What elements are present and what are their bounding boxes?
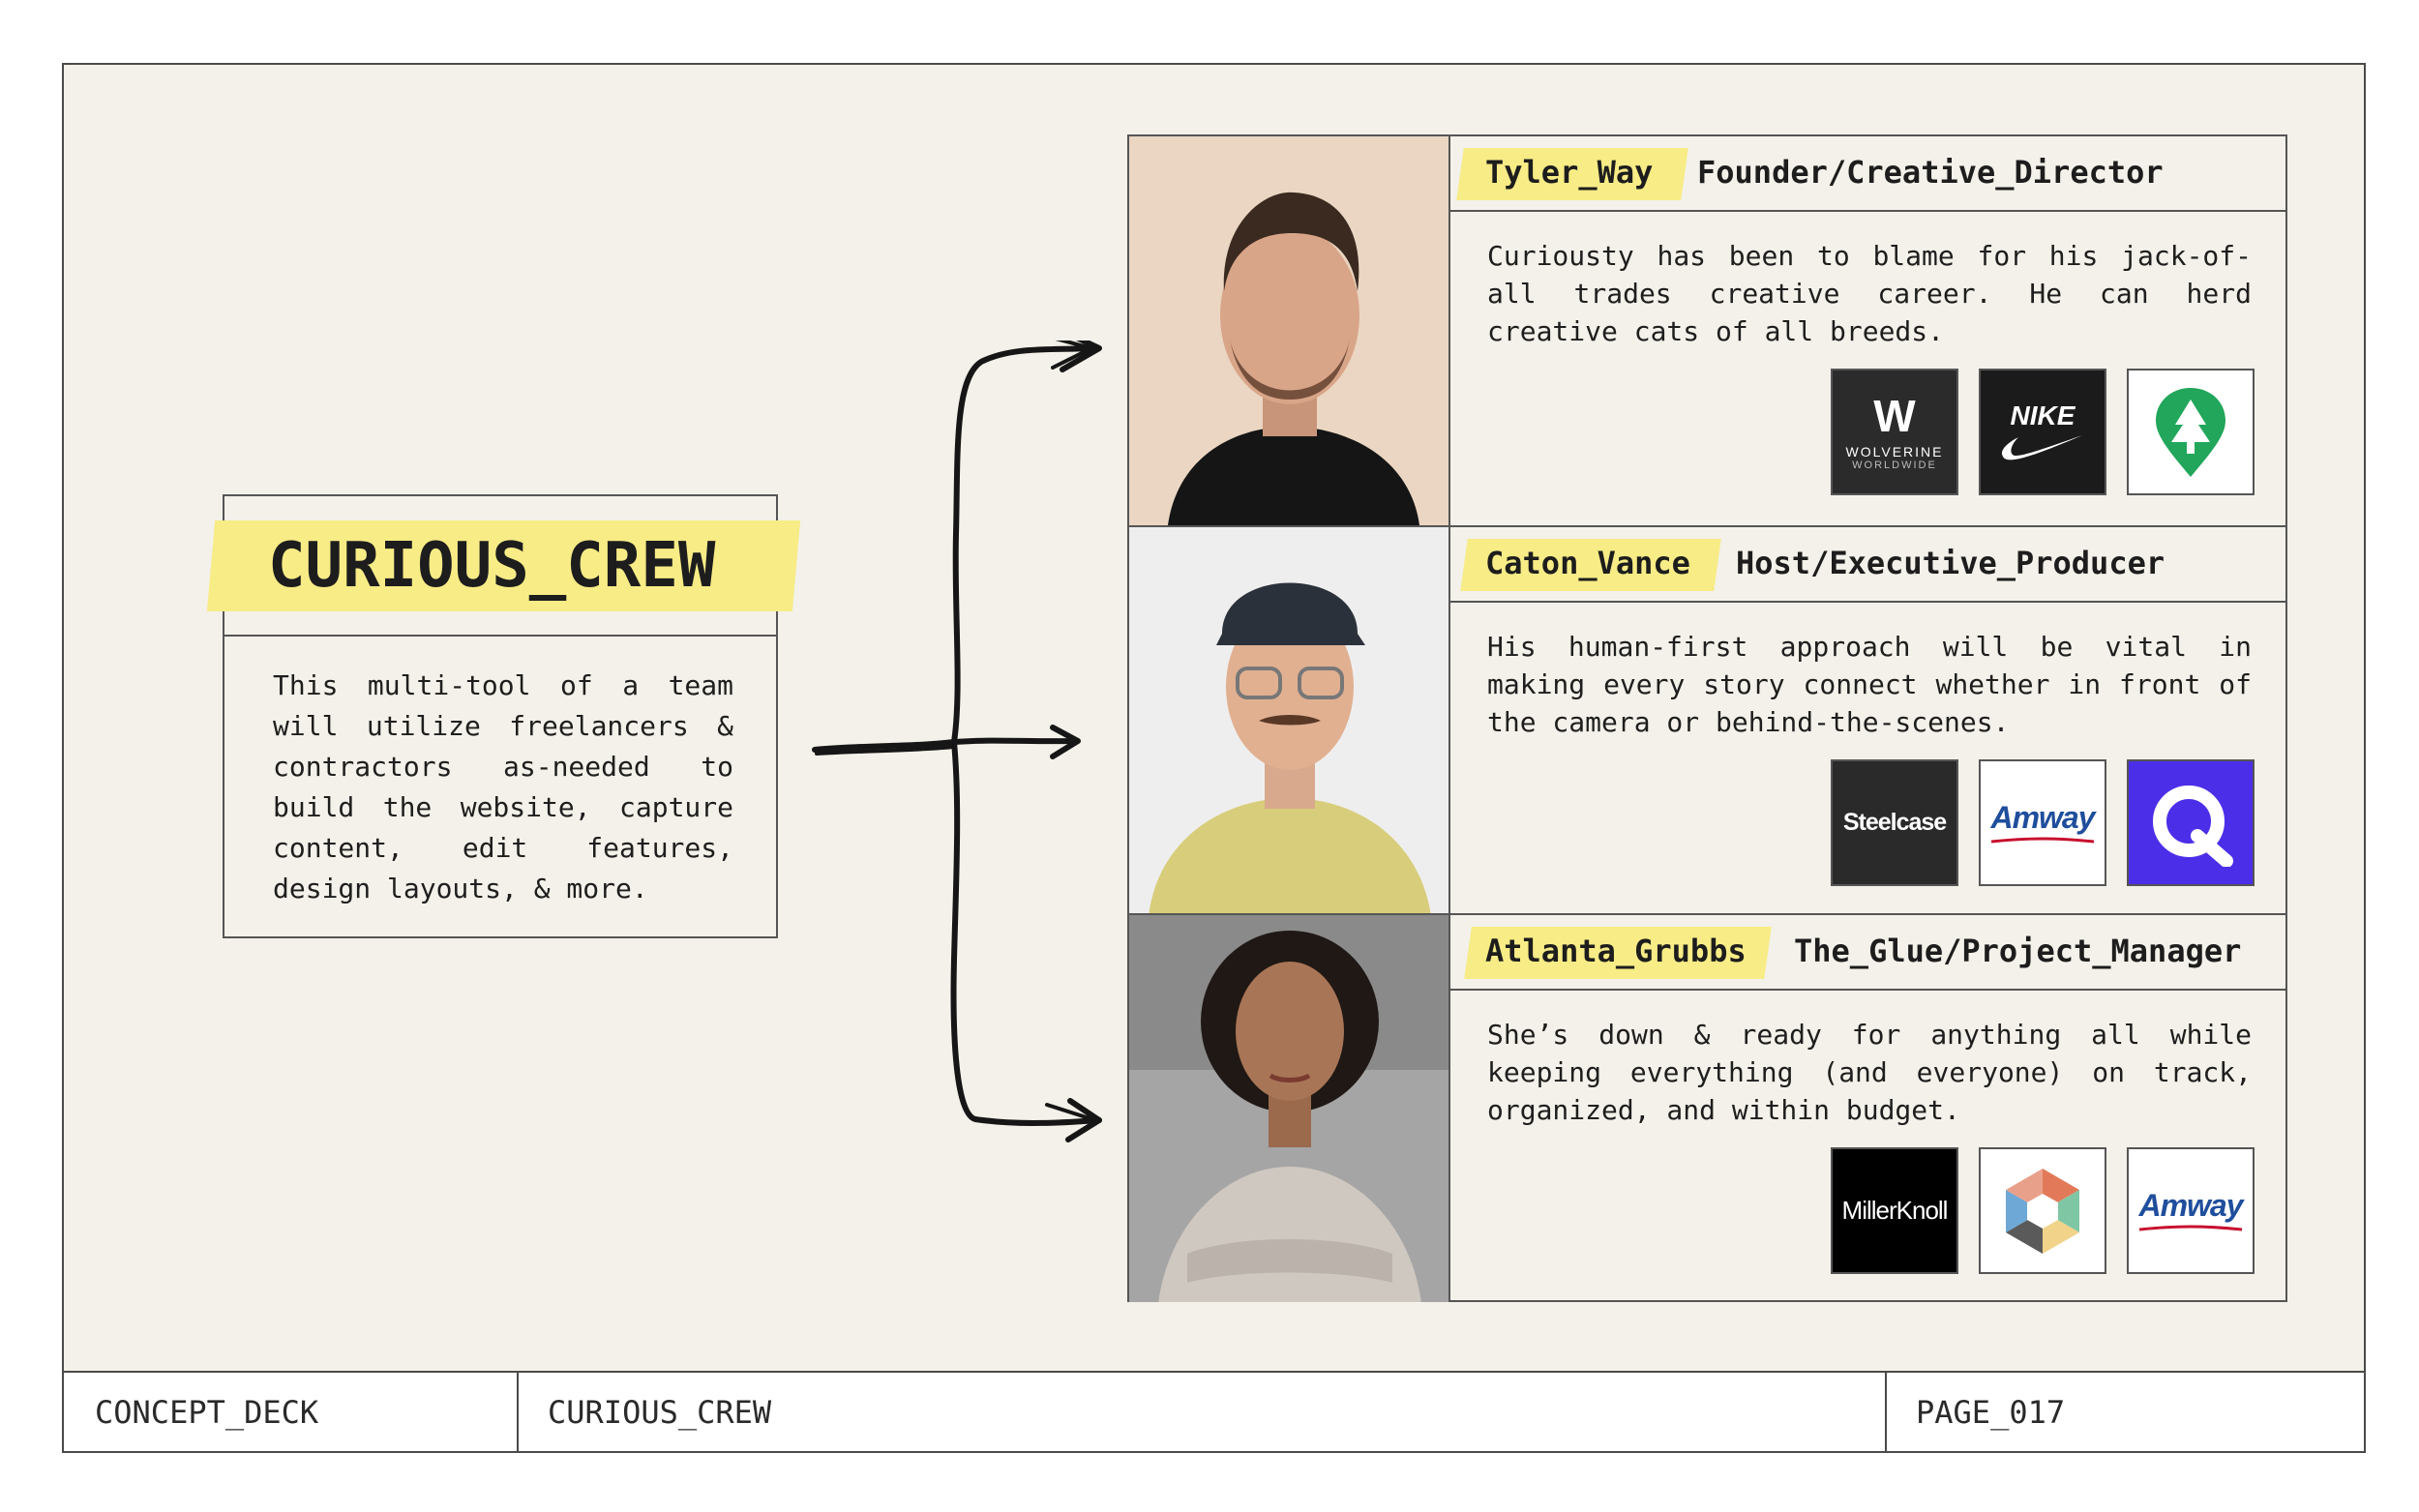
wolverine-label: WOLVERINE xyxy=(1845,443,1944,460)
footer-divider xyxy=(1885,1373,1887,1451)
member-header: Tyler_Way Founder/Creative_Director xyxy=(1450,136,2285,212)
client-logos: Steelcase Amway xyxy=(1831,759,2255,886)
portrait-man-cap-icon xyxy=(1129,527,1448,914)
member-info: Tyler_Way Founder/Creative_Director Curi… xyxy=(1450,136,2285,525)
logo-amway: Amway xyxy=(1979,759,2106,886)
wolverine-sublabel: WORLDWIDE xyxy=(1852,459,1937,471)
member-name: Atlanta_Grubbs xyxy=(1485,933,1747,969)
portrait-woman-icon xyxy=(1129,915,1448,1302)
member-header: Caton_Vance Host/Executive_Producer xyxy=(1450,527,2285,603)
crew-card: CURIOUS_CREW This multi-tool of a team w… xyxy=(206,494,801,938)
logo-nike: NIKE xyxy=(1979,369,2106,495)
crew-title-wrap: CURIOUS_CREW xyxy=(206,496,801,637)
steelcase-label: Steelcase xyxy=(1842,809,1947,836)
member-role: The_Glue/Project_Manager xyxy=(1794,933,2242,969)
member-row: Atlanta_Grubbs The_Glue/Project_Manager … xyxy=(1129,913,2285,1302)
team-table: Tyler_Way Founder/Creative_Director Curi… xyxy=(1127,134,2287,1302)
amway-label: Amway xyxy=(1990,800,2095,835)
logo-steelcase: Steelcase xyxy=(1831,759,1958,886)
member-info: Atlanta_Grubbs The_Glue/Project_Manager … xyxy=(1450,915,2285,1302)
footer-deck-label: CONCEPT_DECK xyxy=(95,1393,319,1431)
crew-description: This multi-tool of a team will utilize f… xyxy=(273,669,733,904)
member-photo xyxy=(1129,136,1450,525)
member-row: Tyler_Way Founder/Creative_Director Curi… xyxy=(1129,136,2285,525)
member-bio: She’s down & ready for anything all whil… xyxy=(1487,1019,2252,1126)
hexagon-mark-icon xyxy=(2006,1168,2079,1254)
footer-divider xyxy=(517,1373,519,1451)
member-role: Founder/Creative_Director xyxy=(1697,154,2164,191)
logo-wolverine: W WOLVERINE WORLDWIDE xyxy=(1831,369,1958,495)
nike-label: NIKE xyxy=(2010,400,2076,430)
footer-page-number: PAGE_017 xyxy=(1916,1393,2066,1431)
amway-underline-icon xyxy=(1990,837,2095,844)
logo-q xyxy=(2127,759,2255,886)
member-role: Host/Executive_Producer xyxy=(1736,545,2165,581)
member-header: Atlanta_Grubbs The_Glue/Project_Manager xyxy=(1450,915,2285,991)
millerknoll-label: MillerKnoll xyxy=(1841,1196,1949,1225)
footer-bar: CONCEPT_DECK CURIOUS_CREW PAGE_017 xyxy=(62,1371,2366,1453)
member-info: Caton_Vance Host/Executive_Producer His … xyxy=(1450,527,2285,914)
client-logos: W WOLVERINE WORLDWIDE NIKE xyxy=(1831,369,2255,495)
logo-hexagon xyxy=(1979,1147,2106,1274)
crew-title: CURIOUS_CREW xyxy=(268,530,716,602)
footer-section-label: CURIOUS_CREW xyxy=(548,1393,772,1431)
member-bio: His human-first approach will be vital i… xyxy=(1487,631,2252,738)
pine-tree-pin-icon xyxy=(2156,387,2225,477)
member-name: Tyler_Way xyxy=(1485,154,1654,191)
member-row: Caton_Vance Host/Executive_Producer His … xyxy=(1129,525,2285,914)
portrait-man-icon xyxy=(1129,136,1448,525)
member-photo xyxy=(1129,915,1450,1302)
client-logos: MillerKnoll A xyxy=(1831,1147,2255,1274)
member-name: Caton_Vance xyxy=(1485,545,1690,581)
amway-label: Amway xyxy=(2138,1188,2243,1223)
logo-pine-pin xyxy=(2127,369,2255,495)
slide-frame: CURIOUS_CREW This multi-tool of a team w… xyxy=(62,63,2366,1453)
member-bio: Curiousty has been to blame for his jack… xyxy=(1487,240,2252,347)
member-photo xyxy=(1129,527,1450,914)
logo-amway: Amway xyxy=(2127,1147,2255,1274)
swoosh-icon xyxy=(2001,434,2082,460)
q-icon xyxy=(2153,785,2233,867)
bracket-arrow-icon xyxy=(812,341,1102,1142)
amway-underline-icon xyxy=(2138,1225,2243,1231)
wolverine-mark: W xyxy=(1873,390,1916,441)
logo-millerknoll: MillerKnoll xyxy=(1831,1147,1958,1274)
